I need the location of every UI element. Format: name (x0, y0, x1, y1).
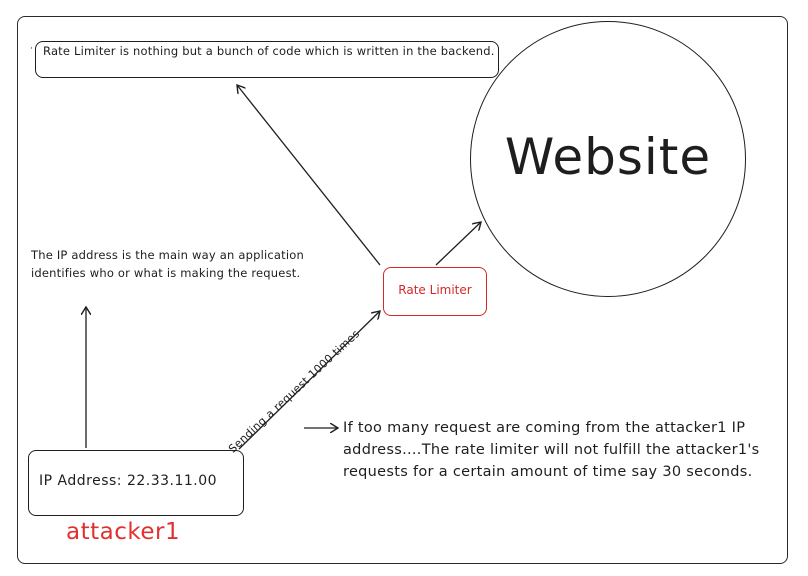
ip-address-box (28, 450, 244, 516)
arrow-ip-to-limiter (238, 311, 380, 450)
ip-address-label: IP Address: 22.33.11.00 (39, 473, 218, 489)
right-note: If too many request are coming from the … (343, 420, 760, 480)
website-label: Website (504, 128, 712, 186)
arrow-limiter-to-website (435, 222, 481, 266)
arrow-limiter-to-note (237, 85, 381, 266)
canvas-frame (17, 16, 788, 564)
rate-limiter-label: Rate Limiter (398, 283, 472, 297)
rate-limiter-box (383, 267, 487, 316)
stray-dot: · (30, 44, 33, 54)
note-text: Rate Limiter is nothing but a bunch of c… (43, 44, 495, 58)
note-box (35, 41, 499, 78)
ip-note: The IP address is the main way an applic… (31, 248, 304, 280)
website-circle (470, 21, 746, 297)
attacker-label: attacker1 (66, 519, 181, 545)
